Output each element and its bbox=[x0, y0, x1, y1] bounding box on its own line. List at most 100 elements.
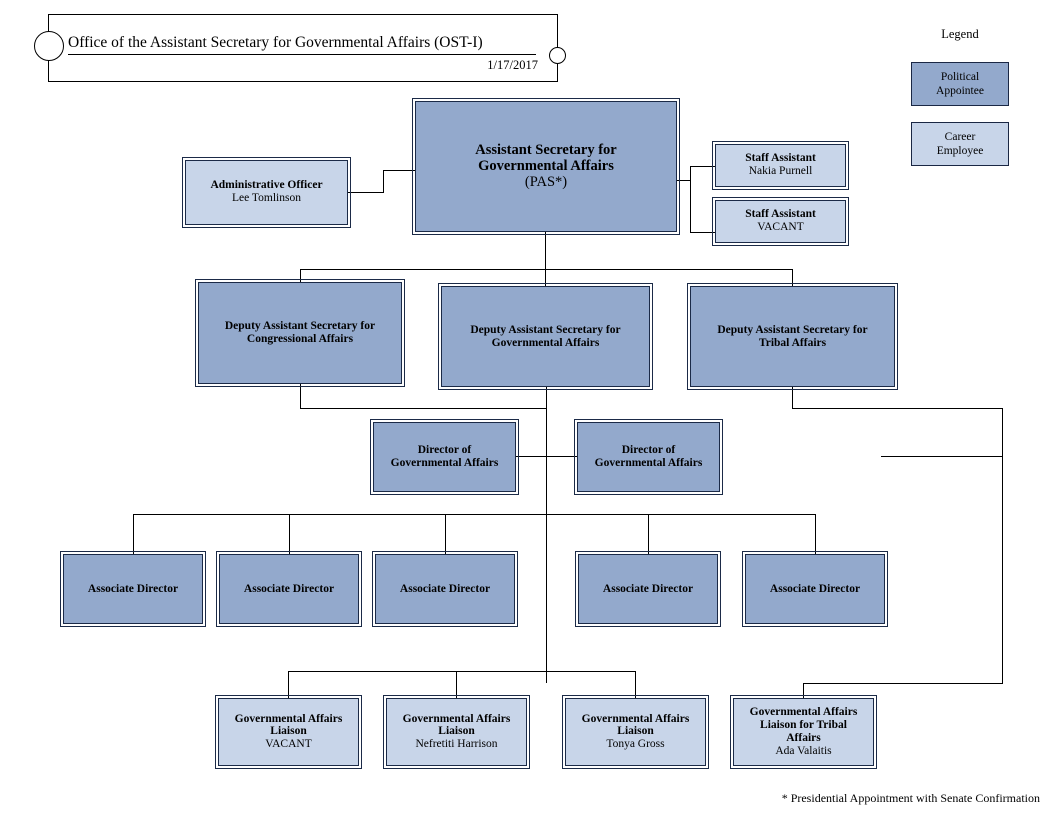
connector-liaison-bus bbox=[288, 671, 636, 672]
assistant-secretary-role-line2: Governmental Affairs bbox=[478, 158, 614, 175]
connector-liaison-1 bbox=[288, 671, 289, 698]
node-associate-director-2[interactable]: Associate Director bbox=[216, 551, 362, 627]
das-tribal-role-line1: Deputy Assistant Secretary for bbox=[717, 323, 868, 336]
connector-associate-4 bbox=[648, 514, 649, 554]
connector-das-tribal-down bbox=[792, 269, 793, 286]
director-1-role-line2: Governmental Affairs bbox=[390, 457, 499, 469]
connector-das-governmental-down bbox=[545, 269, 546, 286]
node-associate-director-3[interactable]: Associate Director bbox=[372, 551, 518, 627]
title-right-circle-icon bbox=[549, 47, 566, 64]
liaison-2-person: Nefretiti Harrison bbox=[415, 738, 498, 751]
administrative-officer-person: Lee Tomlinson bbox=[232, 192, 301, 205]
director-1-role-line1: Director of bbox=[417, 444, 472, 457]
connector-das-congressional-down bbox=[300, 269, 301, 282]
legend-career-line1: Career bbox=[944, 130, 976, 143]
connector-admin-officer-h2 bbox=[383, 170, 416, 171]
connector-staff-assistant-1 bbox=[690, 166, 715, 167]
connector-tribal-h1 bbox=[792, 408, 1003, 409]
connector-liaison-2 bbox=[456, 671, 457, 698]
administrative-officer-role: Administrative Officer bbox=[210, 179, 323, 192]
associate-director-2-role: Associate Director bbox=[243, 582, 335, 595]
director-2-role-line1: Director of bbox=[621, 444, 676, 457]
liaison-1-role-line2: Liaison bbox=[270, 725, 307, 738]
node-associate-director-4[interactable]: Associate Director bbox=[575, 551, 721, 627]
connector-liaison-3 bbox=[635, 671, 636, 698]
connector-associate-3 bbox=[445, 514, 446, 554]
staff-assistant-1-role: Staff Assistant bbox=[745, 152, 816, 165]
associate-director-1-role: Associate Director bbox=[87, 582, 179, 595]
das-governmental-role-line1: Deputy Assistant Secretary for bbox=[470, 323, 621, 336]
assistant-secretary-person: (PAS*) bbox=[524, 174, 568, 191]
node-associate-director-1[interactable]: Associate Director bbox=[60, 551, 206, 627]
liaison-tribal-role-line2: Liaison for Tribal bbox=[760, 718, 847, 731]
connector-staff-assistant-2 bbox=[690, 232, 715, 233]
liaison-3-role-line2: Liaison bbox=[617, 725, 654, 738]
connector-admin-officer-v bbox=[383, 170, 384, 193]
footnote-pas: * Presidential Appointment with Senate C… bbox=[781, 791, 1040, 805]
connector-tribal-liaison-down bbox=[803, 683, 804, 698]
connector-tribal-v3 bbox=[1002, 456, 1003, 683]
connector-tribal-v2 bbox=[1002, 408, 1003, 456]
legend-title: Legend bbox=[941, 27, 979, 41]
title-block bbox=[48, 14, 558, 82]
connector-associate-5 bbox=[815, 514, 816, 554]
node-director-governmental-affairs-1[interactable]: Director of Governmental Affairs bbox=[370, 419, 519, 495]
connector-director-1-h bbox=[516, 456, 547, 457]
liaison-tribal-role-line3: Affairs bbox=[786, 731, 821, 744]
liaison-1-person: VACANT bbox=[265, 738, 312, 751]
legend-item-career-employee: Career Employee bbox=[911, 122, 1009, 166]
das-congressional-role-line2: Congressional Affairs bbox=[246, 333, 354, 345]
staff-assistant-1-person: Nakia Purnell bbox=[748, 165, 813, 178]
node-governmental-affairs-liaison-2[interactable]: Governmental Affairs Liaison Nefretiti H… bbox=[383, 695, 530, 769]
node-governmental-affairs-liaison-3[interactable]: Governmental Affairs Liaison Tonya Gross bbox=[562, 695, 709, 769]
das-congressional-role-line1: Deputy Assistant Secretary for bbox=[224, 320, 376, 333]
connector-associate-1 bbox=[133, 514, 134, 554]
connector-tribal-v1 bbox=[792, 387, 793, 408]
connector-director-2-h bbox=[546, 456, 577, 457]
liaison-3-role-line1: Governmental Affairs bbox=[581, 712, 690, 725]
legend-career-line2: Employee bbox=[936, 145, 984, 157]
das-tribal-role-line2: Tribal Affairs bbox=[758, 336, 827, 349]
liaison-2-role-line1: Governmental Affairs bbox=[402, 712, 511, 725]
connector-staff-h-stub bbox=[677, 180, 690, 181]
connector-as-down bbox=[545, 232, 546, 269]
director-2-role-line2: Governmental Affairs bbox=[594, 457, 703, 469]
connector-tribal-h3 bbox=[803, 683, 1003, 684]
node-das-congressional-affairs[interactable]: Deputy Assistant Secretary for Congressi… bbox=[195, 279, 405, 387]
das-governmental-role-line2: Governmental Affairs bbox=[491, 336, 600, 349]
assistant-secretary-role-line1: Assistant Secretary for bbox=[475, 141, 617, 158]
connector-associate-2 bbox=[289, 514, 290, 554]
connector-tribal-h2 bbox=[881, 456, 1003, 457]
connector-das-bus bbox=[300, 269, 793, 270]
node-das-tribal-affairs[interactable]: Deputy Assistant Secretary for Tribal Af… bbox=[687, 283, 898, 390]
liaison-1-role-line1: Governmental Affairs bbox=[234, 712, 343, 725]
node-das-governmental-affairs[interactable]: Deputy Assistant Secretary for Governmen… bbox=[438, 283, 653, 390]
liaison-tribal-person: Ada Valaitis bbox=[775, 744, 832, 757]
page-title: Office of the Assistant Secretary for Go… bbox=[68, 34, 536, 56]
node-staff-assistant-1[interactable]: Staff Assistant Nakia Purnell bbox=[712, 141, 849, 190]
connector-congressional-v1 bbox=[300, 384, 301, 408]
node-associate-director-5[interactable]: Associate Director bbox=[742, 551, 888, 627]
legend-item-political-appointee: Political Appointee bbox=[911, 62, 1009, 106]
chart-date: 1/17/2017 bbox=[487, 58, 538, 72]
staff-assistant-2-person: VACANT bbox=[757, 221, 804, 234]
connector-associate-bus bbox=[133, 514, 816, 515]
liaison-2-role-line2: Liaison bbox=[438, 725, 475, 738]
connector-admin-officer-h1 bbox=[348, 192, 384, 193]
title-left-circle-icon bbox=[34, 31, 64, 61]
node-director-governmental-affairs-2[interactable]: Director of Governmental Affairs bbox=[574, 419, 723, 495]
associate-director-4-role: Associate Director bbox=[602, 582, 694, 595]
connector-congressional-h1 bbox=[300, 408, 546, 409]
associate-director-3-role: Associate Director bbox=[399, 582, 491, 595]
associate-director-5-role: Associate Director bbox=[769, 582, 861, 595]
legend-political-line2: Appointee bbox=[936, 85, 984, 97]
staff-assistant-2-role: Staff Assistant bbox=[745, 208, 816, 221]
node-assistant-secretary[interactable]: Assistant Secretary for Governmental Aff… bbox=[412, 98, 680, 235]
node-governmental-affairs-liaison-tribal[interactable]: Governmental Affairs Liaison for Tribal … bbox=[730, 695, 877, 769]
legend-political-line1: Political bbox=[940, 70, 980, 83]
node-governmental-affairs-liaison-1[interactable]: Governmental Affairs Liaison VACANT bbox=[215, 695, 362, 769]
liaison-3-person: Tonya Gross bbox=[606, 738, 665, 751]
node-administrative-officer[interactable]: Administrative Officer Lee Tomlinson bbox=[182, 157, 351, 228]
node-staff-assistant-2[interactable]: Staff Assistant VACANT bbox=[712, 197, 849, 246]
